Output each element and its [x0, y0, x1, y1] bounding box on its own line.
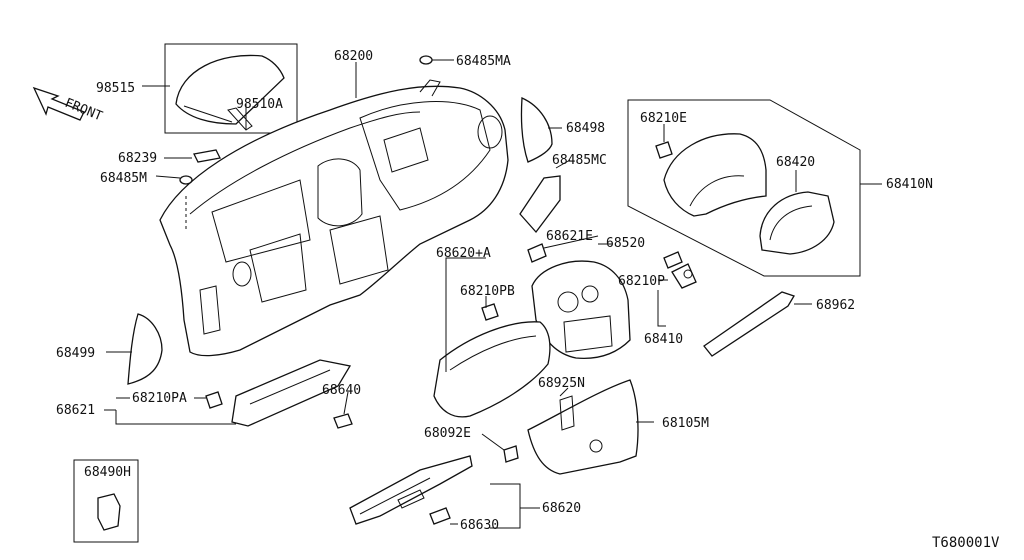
glove-box-lid-68621-part — [231, 359, 352, 427]
label-68490h: 68490H — [84, 465, 131, 480]
leader-lines — [104, 59, 882, 529]
label-68485ma: 68485MA — [456, 54, 511, 69]
clip-68210p-part-b — [663, 251, 683, 269]
hook-68490h-part — [97, 493, 121, 531]
bracket-68239-part — [193, 149, 221, 163]
airbag-module-part — [175, 54, 285, 131]
label-68499: 68499 — [56, 346, 95, 361]
label-68092e: 68092E — [424, 426, 471, 441]
label-68420: 68420 — [776, 155, 815, 170]
label-68210pb: 68210PB — [460, 284, 515, 299]
trim-strip-68962-part — [703, 291, 795, 357]
label-68410: 68410 — [644, 332, 683, 347]
airbag-callout-box — [164, 43, 298, 134]
label-68210pa: 68210PA — [132, 391, 187, 406]
clip-68621e-part — [527, 243, 547, 263]
label-68410n: 68410N — [886, 177, 933, 192]
instrument-panel-part — [159, 79, 509, 357]
label-68621e: 68621E — [546, 229, 593, 244]
label-68210p: 68210P — [618, 274, 665, 289]
hook-callout-box — [73, 459, 139, 543]
label-68105m: 68105M — [662, 416, 709, 431]
label-68498: 68498 — [566, 121, 605, 136]
meter-hood-part — [663, 133, 767, 217]
label-68200: 68200 — [334, 49, 373, 64]
combination-meter-part — [759, 191, 835, 255]
label-68962: 68962 — [816, 298, 855, 313]
meter-callout-box — [627, 99, 861, 277]
front-label: FRONT — [63, 96, 105, 125]
label-98515: 98515 — [96, 81, 135, 96]
lower-cover-68620a-part — [433, 321, 551, 418]
label-68640: 68640 — [322, 383, 361, 398]
clip-68210p-hole — [683, 269, 693, 279]
label-68210e: 68210E — [640, 111, 687, 126]
clip-68210e-part — [655, 141, 673, 159]
clip-68630-part — [429, 507, 451, 525]
label-68485mc: 68485MC — [552, 153, 607, 168]
label-68520: 68520 — [606, 236, 645, 251]
side-cover-68499-part — [127, 313, 163, 385]
side-cover-68498-part — [520, 97, 553, 163]
clip-68485m-part — [179, 175, 193, 185]
diagram-code: T680001V — [932, 535, 1000, 551]
label-68620a: 68620+A — [436, 246, 491, 261]
label-68621: 68621 — [56, 403, 95, 418]
label-68925n: 68925N — [538, 376, 585, 391]
label-68630: 68630 — [460, 518, 499, 533]
clip-68485ma-part — [419, 55, 433, 65]
clip-68640-part — [333, 413, 353, 429]
label-68485m: 68485M — [100, 171, 147, 186]
cluster-lid-68520-part — [531, 260, 631, 360]
clip-68210pb-part — [481, 303, 499, 321]
clip-68210pa-part — [205, 391, 223, 409]
label-98510a: 98510A — [236, 97, 283, 112]
lower-panel-68105m-part — [527, 379, 639, 475]
clip-68092e-part — [503, 445, 519, 463]
front-arrow-icon — [32, 86, 85, 121]
label-68239: 68239 — [118, 151, 157, 166]
lower-cover-68620-part — [349, 455, 473, 525]
bracket-68485mc-part — [519, 175, 561, 234]
label-68620: 68620 — [542, 501, 581, 516]
